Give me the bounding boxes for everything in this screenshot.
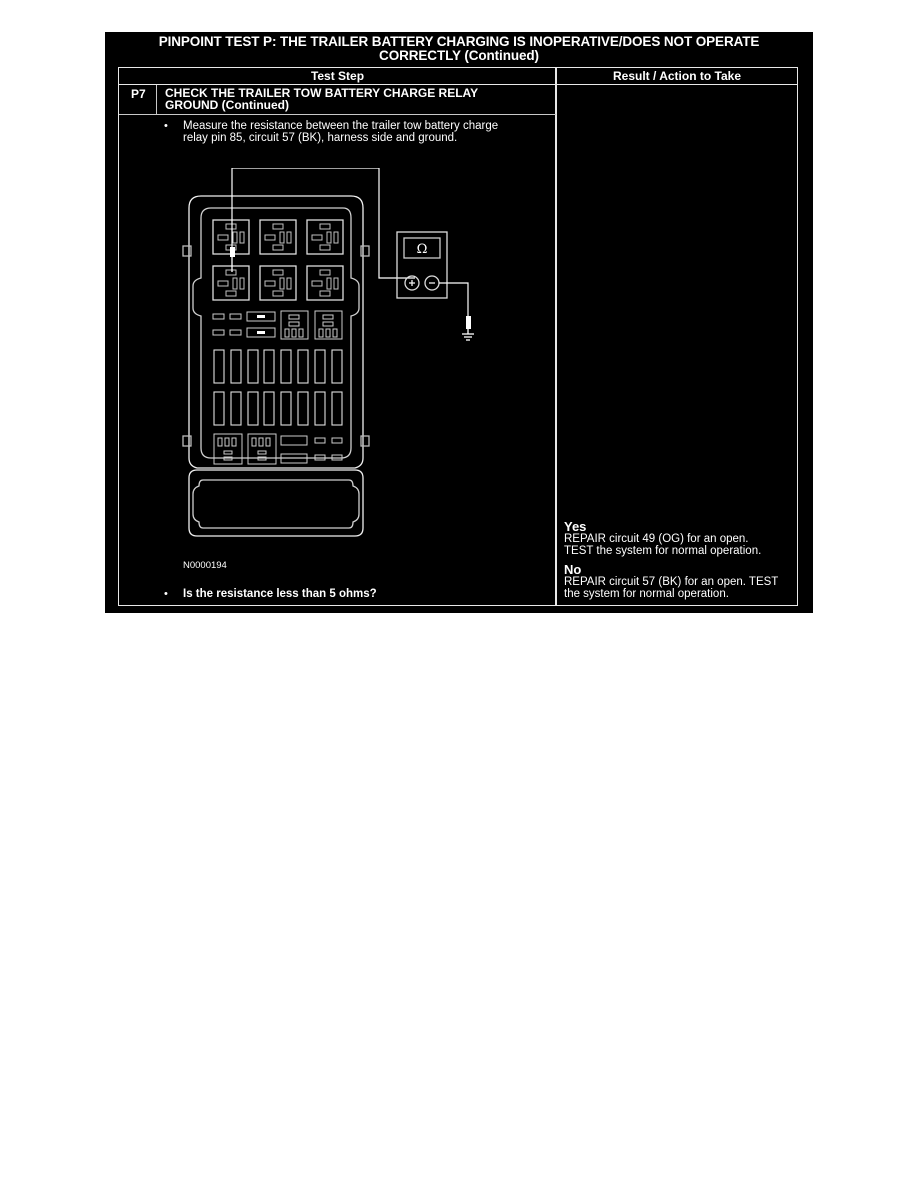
probe-wire-negative xyxy=(439,282,469,316)
result-no-line-1: REPAIR circuit 57 (BK) for an open. TEST xyxy=(564,576,779,588)
result-no-line-2: the system for normal operation. xyxy=(564,588,729,600)
bullet-icon: • xyxy=(164,588,168,600)
step-title-line-1: CHECK THE TRAILER TOW BATTERY CHARGE REL… xyxy=(165,86,479,100)
instruction-text: Measure the resistance between the trail… xyxy=(183,120,543,144)
question-text: Is the resistance less than 5 ohms? xyxy=(183,588,377,600)
bullet-icon: • xyxy=(164,120,168,132)
header-result-action: Result / Action to Take xyxy=(612,69,741,83)
title-line-2: CORRECTLY (Continued) xyxy=(379,48,539,63)
relay-row-1 xyxy=(212,219,344,301)
result-yes-line-2: TEST the system for normal operation. xyxy=(564,545,762,557)
bottom-connectors xyxy=(213,433,343,465)
fuse-box-diagram: Ω xyxy=(182,168,474,537)
step-title: CHECK THE TRAILER TOW BATTERY CHARGE REL… xyxy=(165,87,545,111)
ohm-symbol: Ω xyxy=(417,242,428,257)
result-yes-line-1: REPAIR circuit 49 (OG) for an open. xyxy=(564,533,749,545)
step-row: P7 CHECK THE TRAILER TOW BATTERY CHARGE … xyxy=(119,85,556,115)
figure-id: N0000194 xyxy=(183,560,227,571)
result-no-label: No xyxy=(564,562,582,577)
instruction-line-2: relay pin 85, circuit 57 (BK), harness s… xyxy=(183,132,458,144)
step-id: P7 xyxy=(131,87,146,101)
table-header-row: Test Step Result / Action to Take xyxy=(119,68,797,85)
fuse-box-cover xyxy=(188,469,364,537)
probe-wire-positive xyxy=(231,168,415,279)
ground-symbol-icon xyxy=(462,329,474,341)
fuse-box-outline xyxy=(188,195,364,469)
step-title-line-2: GROUND (Continued) xyxy=(165,98,289,112)
test-table: Test Step Result / Action to Take P7 CHE… xyxy=(118,67,798,606)
maxi-fuse-rows xyxy=(213,349,343,426)
pinpoint-test-page: PINPOINT TEST P: THE TRAILER BATTERY CHA… xyxy=(105,32,813,613)
column-divider xyxy=(555,68,557,605)
instruction-line-1: Measure the resistance between the trail… xyxy=(183,120,499,132)
title-line-1: PINPOINT TEST P: THE TRAILER BATTERY CHA… xyxy=(158,34,760,49)
page-title: PINPOINT TEST P: THE TRAILER BATTERY CHA… xyxy=(105,35,813,63)
result-yes-label: Yes xyxy=(564,519,587,534)
result-yes: Yes REPAIR circuit 49 (OG) for an open. … xyxy=(564,520,761,557)
step-separator xyxy=(156,85,157,114)
header-test-step: Test Step xyxy=(310,69,365,83)
mini-fuse-row xyxy=(212,310,343,340)
result-no: No REPAIR circuit 57 (BK) for an open. T… xyxy=(564,563,778,600)
ohmmeter-icon xyxy=(396,231,448,299)
